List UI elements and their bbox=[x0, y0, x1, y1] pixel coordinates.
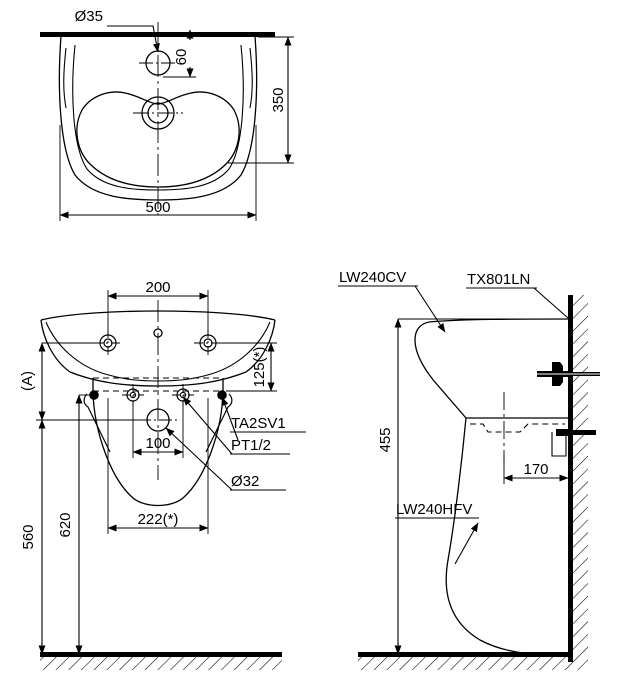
side-fitting-bracket bbox=[551, 432, 567, 457]
side-170-label: 170 bbox=[523, 461, 548, 478]
side-wall-bar bbox=[568, 295, 573, 662]
side-floor-hatch bbox=[358, 657, 573, 670]
front-125-label: 125(*) bbox=[251, 347, 268, 388]
side-basin-upper bbox=[414, 321, 467, 419]
front-basin-right bbox=[245, 319, 276, 373]
plan-350-label: 350 bbox=[270, 87, 287, 112]
side-wall-fitting bbox=[551, 429, 596, 457]
front-560-label: 560 bbox=[20, 524, 37, 549]
front-floor-hatch bbox=[40, 657, 282, 670]
plan-bowl-outline bbox=[76, 91, 240, 188]
side-lw240hfv-leader bbox=[454, 522, 479, 565]
front-ta2sv1-label: TA2SV1 bbox=[231, 415, 286, 432]
plan-view: Ø35 60 350 500 bbox=[40, 8, 294, 221]
front-222-label: 222(*) bbox=[138, 511, 179, 528]
side-lw240cv-label: LW240CV bbox=[339, 269, 406, 286]
plan-left-accent bbox=[63, 47, 67, 109]
plan-wall-bar bbox=[40, 32, 275, 37]
side-shroud-profile bbox=[445, 417, 569, 656]
side-fitting-shank bbox=[570, 430, 596, 435]
side-floor-bar bbox=[358, 652, 570, 657]
side-fitting-body bbox=[556, 429, 570, 436]
side-lw240hfv-label: LW240HFV bbox=[396, 501, 472, 518]
front-pt12-label: PT1/2 bbox=[231, 437, 271, 454]
side-tx801ln-label: TX801LN bbox=[467, 271, 530, 288]
front-A-label: (A) bbox=[19, 371, 36, 391]
plan-dia35-label: Ø35 bbox=[75, 8, 103, 25]
front-200-label: 200 bbox=[145, 279, 170, 296]
front-basin-left bbox=[40, 319, 71, 373]
plan-dia35-leader bbox=[107, 25, 160, 53]
front-100-label: 100 bbox=[145, 435, 170, 452]
front-dia32-leader bbox=[165, 427, 233, 491]
front-shroud-outline bbox=[92, 378, 224, 507]
front-pt12-leader bbox=[182, 396, 233, 455]
side-tx801ln-leader bbox=[533, 287, 569, 319]
side-view: 455 170 LW240CV TX801LN LW240HFV bbox=[338, 269, 600, 670]
front-ta2sv1-leader bbox=[221, 396, 239, 441]
side-faucet-assembly bbox=[537, 362, 600, 386]
front-dia32-label: Ø32 bbox=[231, 473, 259, 490]
plan-60-label: 60 bbox=[173, 49, 190, 66]
plan-500-label: 500 bbox=[145, 199, 170, 216]
side-bowl-hidden-line bbox=[470, 423, 565, 433]
front-floor-bar bbox=[40, 652, 282, 657]
side-455-label: 455 bbox=[377, 427, 394, 452]
side-wall-hatch bbox=[573, 295, 588, 670]
plan-right-accent bbox=[249, 47, 253, 109]
front-620-label: 620 bbox=[57, 512, 74, 537]
front-view: 200 125(*) (A) 100 222(*) TA2SV1 PT1/2 Ø… bbox=[19, 279, 306, 670]
side-basin-rim-top bbox=[428, 318, 569, 323]
